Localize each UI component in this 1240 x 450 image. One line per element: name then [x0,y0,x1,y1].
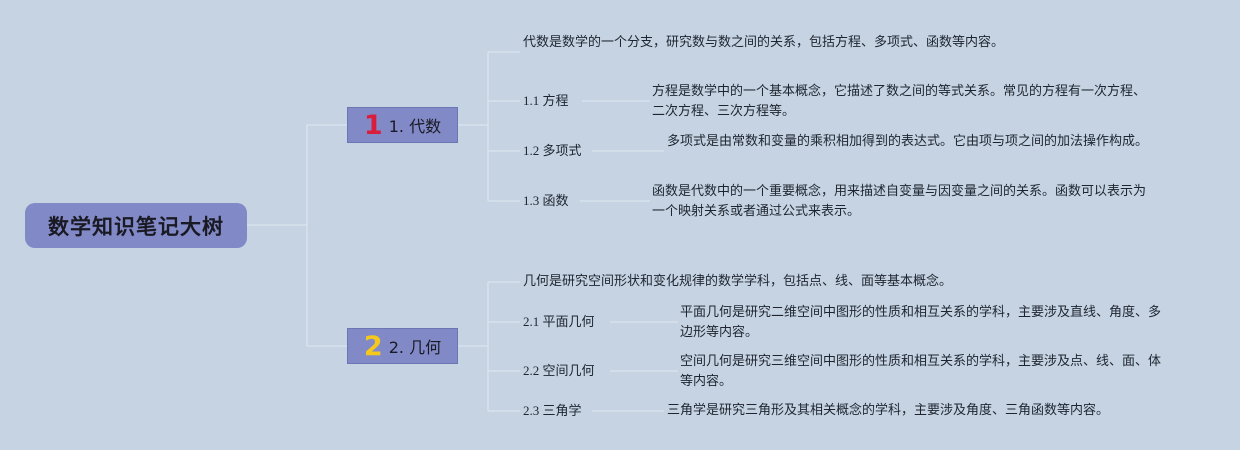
topic-label-plane-geometry[interactable]: 2.1 平面几何 [523,314,595,329]
connector-branch-1-spine [458,52,489,201]
topic-label-polynomial[interactable]: 1.2 多项式 [523,143,582,158]
connector-root-branch-1 [247,124,347,226]
topic-desc-polynomial: 多项式是由常数和变量的乘积相加得到的表达式。它由项与项之间的加法操作构成。 [667,134,1149,149]
branch-label: 1. 代数 [388,117,442,136]
branch-node-geometry[interactable]: 2 2. 几何 [347,328,458,364]
topic-desc-function: 函数是代数中的一个重要概念，用来描述自变量与因变量之间的关系。函数可以表示为一个… [652,184,1147,219]
branch-number-badge: 2 [363,330,383,362]
topic-label-trigonometry[interactable]: 2.3 三角学 [523,403,582,418]
topic-label-solid-geometry[interactable]: 2.2 空间几何 [523,363,595,378]
root-title: 数学知识笔记大树 [48,214,224,239]
branch-label: 2. 几何 [388,338,442,357]
branch-number-badge: 1 [363,109,383,141]
connector-branch-2-spine [458,282,489,411]
topic-desc-solid-geometry: 空间几何是研究三维空间中图形的性质和相互关系的学科，主要涉及点、线、面、体等内容… [680,354,1162,389]
branch-summary-algebra: 代数是数学的一个分支，研究数与数之间的关系，包括方程、多项式、函数等内容。 [523,35,1005,50]
topic-label-equation[interactable]: 1.1 方程 [523,93,569,108]
branch-summary-geometry: 几何是研究空间形状和变化规律的数学学科，包括点、线、面等基本概念。 [523,274,953,289]
topic-desc-plane-geometry: 平面几何是研究二维空间中图形的性质和相互关系的学科，主要涉及直线、角度、多边形等… [680,305,1162,340]
topic-label-function[interactable]: 1.3 函数 [523,193,569,208]
topic-desc-equation: 方程是数学中的一个基本概念，它描述了数之间的等式关系。常见的方程有一次方程、二次… [652,84,1147,119]
branch-node-algebra[interactable]: 1 1. 代数 [347,107,458,143]
connector-root-branch-2 [306,225,347,347]
topic-desc-trigonometry: 三角学是研究三角形及其相关概念的学科，主要涉及角度、三角函数等内容。 [667,403,1110,418]
root-node[interactable]: 数学知识笔记大树 [25,203,247,248]
